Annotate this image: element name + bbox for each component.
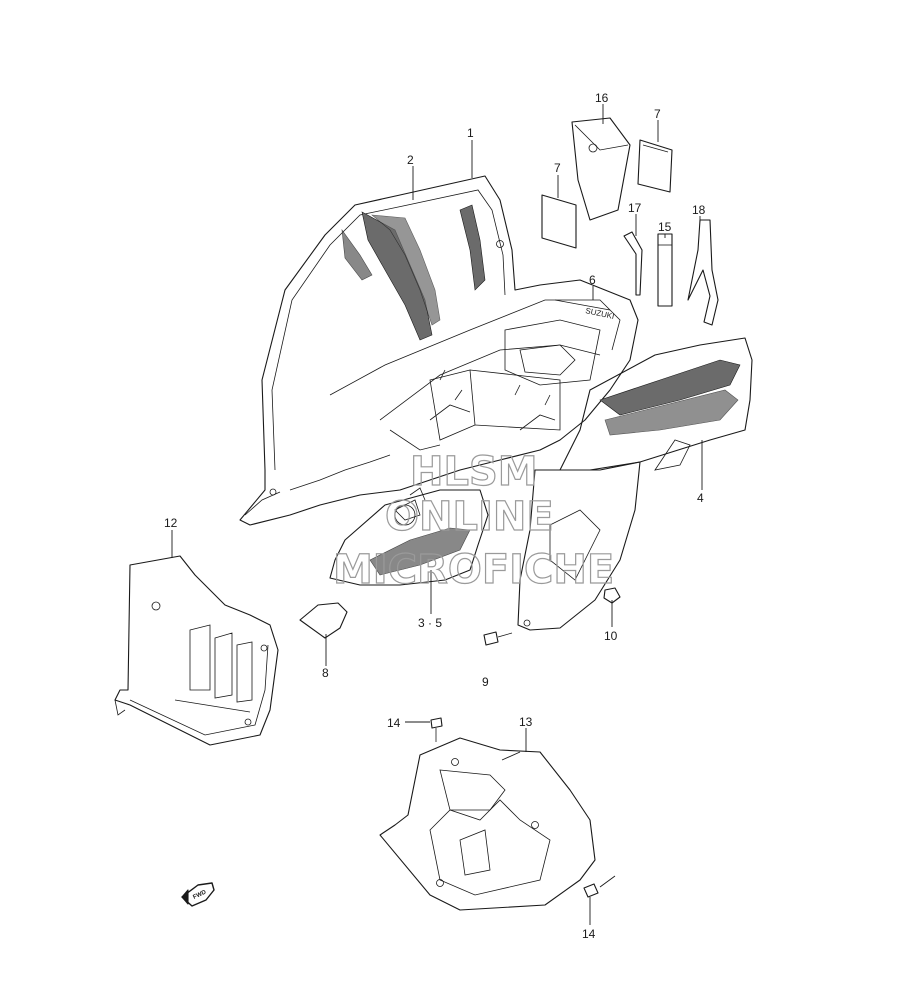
callout-6: 6 xyxy=(589,273,596,287)
callout-18: 18 xyxy=(692,203,706,217)
callout-14-top: 14 xyxy=(387,716,401,730)
watermark: HLSM ONLINE MICROFICHE xyxy=(332,448,614,593)
fwd-arrow-label: FWD xyxy=(192,889,208,900)
part-9-screw xyxy=(483,631,513,646)
callout-8: 8 xyxy=(322,666,329,680)
part-15-spark-plug-socket xyxy=(657,233,673,307)
callout-14-bottom: 14 xyxy=(582,927,596,941)
part-18-spanner xyxy=(687,219,719,326)
part-10-nut xyxy=(603,587,621,604)
callout-9: 9 xyxy=(482,675,489,689)
part-1-rear-fender: SUZUKI xyxy=(239,175,639,526)
part-17-hex-wrench xyxy=(623,231,643,296)
part-7-manual-left xyxy=(541,194,577,249)
callout-16: 16 xyxy=(595,91,609,105)
watermark-line-1: HLSM xyxy=(410,449,538,495)
part-13-right-mud-guard xyxy=(379,737,596,911)
callout-labels: 1 2 16 7 7 17 15 18 6 4 12 3 · 5 10 8 9 … xyxy=(164,91,706,941)
part-12-left-mud-guard xyxy=(114,555,279,746)
part-14-screw-bottom xyxy=(583,883,599,898)
part-7-manual-top xyxy=(637,139,673,193)
part-3-5-lower-panel xyxy=(329,487,489,586)
part-14-screw-top xyxy=(430,717,443,742)
callout-7-left: 7 xyxy=(554,161,561,175)
callout-15: 15 xyxy=(658,220,672,234)
watermark-line-2: ONLINE xyxy=(385,494,554,540)
callout-10: 10 xyxy=(604,629,618,643)
callout-4: 4 xyxy=(697,491,704,505)
callout-2: 2 xyxy=(407,153,414,167)
fwd-direction-arrow: FWD xyxy=(181,882,215,907)
callout-1: 1 xyxy=(467,126,474,140)
watermark-line-3: MICROFICHE xyxy=(333,547,614,593)
callout-3-5: 3 · 5 xyxy=(418,616,442,630)
callout-17: 17 xyxy=(628,201,642,215)
leader-lines xyxy=(171,104,703,925)
callout-7-top: 7 xyxy=(654,107,661,121)
part-4-side-panel xyxy=(517,337,753,631)
callout-13: 13 xyxy=(519,715,533,729)
part-16-tool-bag xyxy=(571,117,631,221)
part-8-flap xyxy=(299,602,348,639)
fender-decal-text: SUZUKI xyxy=(585,306,616,321)
callout-12: 12 xyxy=(164,516,178,530)
